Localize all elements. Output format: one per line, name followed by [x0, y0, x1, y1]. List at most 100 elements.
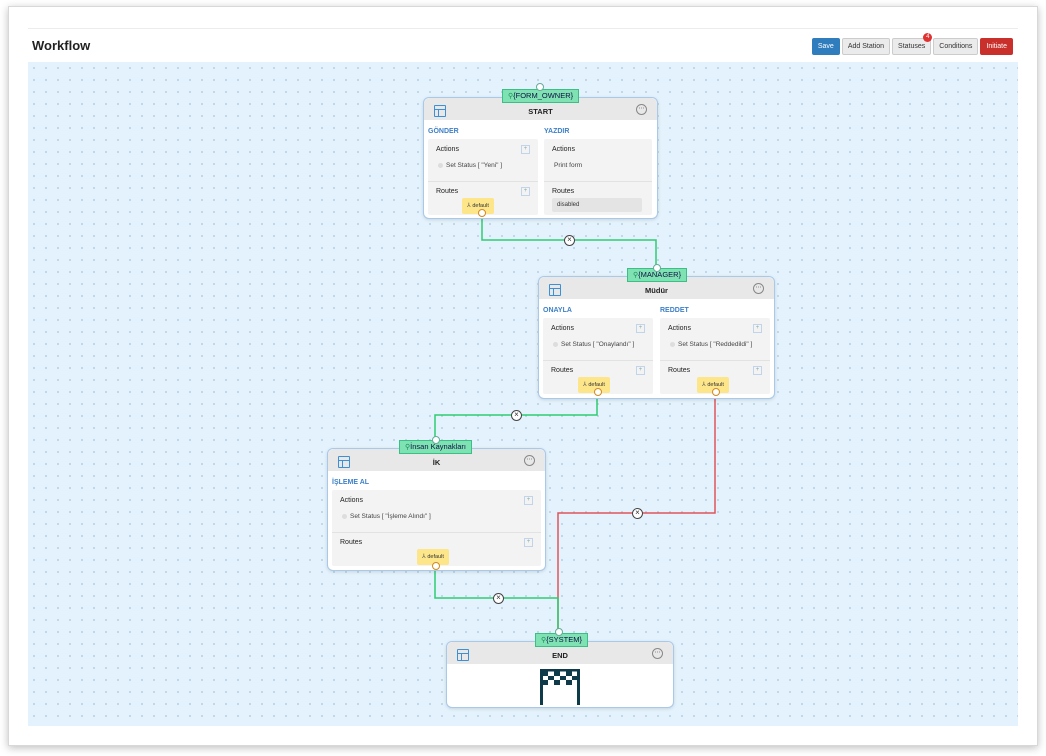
route-default[interactable]: ⅄ default [697, 377, 729, 393]
action-item: Set Status [ "Onaylandı" ] [553, 341, 634, 348]
input-port[interactable] [653, 264, 661, 272]
user-icon: ⚲ [405, 444, 411, 451]
route-label: default [427, 554, 444, 560]
add-route-icon[interactable]: + [636, 366, 645, 375]
output-port[interactable] [712, 388, 720, 396]
station-end[interactable]: END ⋯ [446, 641, 674, 708]
input-port[interactable] [555, 628, 563, 636]
action-item: Set Status [ "Yeni" ] [438, 162, 502, 169]
finish-flag-icon [540, 669, 580, 705]
actions-label: Actions [551, 325, 574, 332]
layout-icon [434, 105, 446, 117]
add-action-icon[interactable]: + [753, 324, 762, 333]
station-start[interactable]: START ⋯ GÖNDER Actions + Set Status [ "Y… [423, 97, 658, 219]
page-title: Workflow [32, 38, 91, 53]
action-panel-yazdir: Actions Print form Routes disabled [544, 139, 652, 215]
action-panel-reddet: Actions + Set Status [ "Reddedildi" ] Ro… [660, 318, 770, 394]
add-route-icon[interactable]: + [524, 538, 533, 547]
routes-label: Routes [436, 188, 459, 195]
route-default[interactable]: ⅄ default [462, 198, 494, 214]
route-default[interactable]: ⅄ default [417, 549, 449, 565]
routes-label: Routes [668, 367, 691, 374]
add-route-icon[interactable]: + [753, 366, 762, 375]
role-label: {MANAGER} [638, 270, 682, 279]
output-port[interactable] [478, 209, 486, 217]
station-title: İK [432, 458, 441, 467]
add-route-icon[interactable]: + [521, 187, 530, 196]
add-action-icon[interactable]: + [521, 145, 530, 154]
route-label: default [588, 382, 605, 388]
station-title: Müdür [645, 286, 668, 295]
action-item-text: Set Status [ "İşleme Alındı" ] [350, 513, 431, 520]
route-label: default [472, 203, 489, 209]
route-icon: ⅄ [583, 382, 589, 388]
station-header: START ⋯ [424, 98, 657, 120]
input-port[interactable] [536, 83, 544, 91]
actions-label: Actions [668, 325, 691, 332]
route-label: default [707, 382, 724, 388]
action-item: Set Status [ "Reddedildi" ] [670, 341, 752, 348]
user-icon: ⚲ [541, 637, 547, 644]
action-title-isleme-al[interactable]: İŞLEME AL [332, 479, 370, 486]
station-title: START [528, 107, 553, 116]
ellipsis-icon[interactable]: ⋯ [524, 455, 535, 466]
statuses-label: Statuses [898, 43, 926, 50]
action-item-text: Set Status [ "Onaylandı" ] [561, 341, 635, 348]
divider [543, 360, 653, 361]
route-icon: ⅄ [702, 382, 708, 388]
output-port[interactable] [594, 388, 602, 396]
route-icon: ⅄ [467, 203, 473, 209]
route-icon: ⅄ [422, 554, 428, 560]
save-button[interactable]: Save [811, 38, 840, 55]
station-manager[interactable]: Müdür ⋯ ONAYLA Actions + Set Status [ "O… [538, 276, 775, 399]
divider [332, 532, 541, 533]
routes-label: Routes [551, 367, 574, 374]
input-port[interactable] [432, 436, 440, 444]
output-port[interactable] [432, 562, 440, 570]
action-title-yazdir[interactable]: YAZDIR [544, 128, 570, 135]
add-action-icon[interactable]: + [524, 496, 533, 505]
link-delete-icon[interactable]: × [632, 508, 643, 519]
divider [660, 360, 770, 361]
routes-label: Routes [552, 188, 575, 195]
user-icon: ⚲ [633, 272, 639, 279]
layout-icon [338, 456, 350, 468]
station-title: END [552, 651, 568, 660]
actions-label: Actions [436, 146, 459, 153]
ellipsis-icon[interactable]: ⋯ [636, 104, 647, 115]
action-item-text: Set Status [ "Yeni" ] [446, 162, 503, 169]
route-default[interactable]: ⅄ default [578, 377, 610, 393]
link-delete-icon[interactable]: × [493, 593, 504, 604]
layout-icon [457, 649, 469, 661]
add-action-icon[interactable]: + [636, 324, 645, 333]
role-label: İnsan Kaynakları [410, 442, 467, 451]
routes-label: Routes [340, 539, 363, 546]
action-item-text: Print form [554, 162, 583, 169]
action-item-text: Set Status [ "Reddedildi" ] [678, 341, 753, 348]
action-title-gonder[interactable]: GÖNDER [428, 128, 459, 135]
link-delete-icon[interactable]: × [564, 235, 575, 246]
station-ik[interactable]: İK ⋯ İŞLEME AL Actions + Set Status [ "İ… [327, 448, 546, 571]
conditions-button[interactable]: Conditions [933, 38, 979, 55]
layout-icon [549, 284, 561, 296]
ellipsis-icon[interactable]: ⋯ [753, 283, 764, 294]
link-delete-icon[interactable]: × [511, 410, 522, 421]
actions-label: Actions [340, 497, 363, 504]
action-item: Set Status [ "İşleme Alındı" ] [342, 513, 431, 520]
action-title-onayla[interactable]: ONAYLA [543, 307, 572, 314]
initiate-button[interactable]: Initiate [980, 38, 1013, 55]
role-tag[interactable]: ⚲{FORM_OWNER} [502, 89, 580, 103]
station-header: Müdür ⋯ [539, 277, 774, 299]
top-divider [28, 28, 1018, 29]
actions-label: Actions [552, 146, 575, 153]
action-title-reddet[interactable]: REDDET [660, 307, 689, 314]
station-header: END ⋯ [447, 642, 673, 664]
add-station-button[interactable]: Add Station [841, 38, 891, 55]
role-label: {SYSTEM} [546, 635, 582, 644]
ellipsis-icon[interactable]: ⋯ [652, 648, 663, 659]
user-icon: ⚲ [508, 93, 514, 100]
divider [428, 181, 538, 182]
route-disabled: disabled [552, 198, 642, 212]
